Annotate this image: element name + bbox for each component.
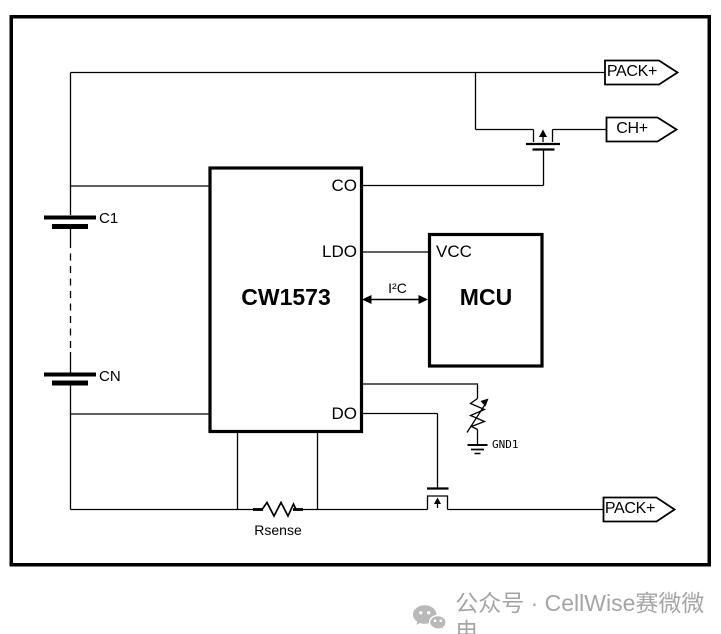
i2c-bus-label: I²C <box>388 280 407 296</box>
charge-plus-label: CH+ <box>616 120 648 137</box>
mcu-box <box>427 232 544 368</box>
wire-thermistor <box>361 383 479 399</box>
watermark-text: 公众号 · CellWise赛微微电 <box>455 590 705 634</box>
watermark: 公众号 · CellWise赛微微电 <box>412 590 721 634</box>
pack-plus-top-label: PACK+ <box>606 63 658 80</box>
battery-cn-label: CN <box>99 368 121 385</box>
wechat-icon <box>412 604 447 631</box>
charge-plus-connector <box>605 116 679 143</box>
discharge-mosfet-symbol <box>426 487 449 510</box>
ic-name-label: CW1573 <box>241 284 331 310</box>
ic-pin-ldo-label: LDO <box>322 242 357 261</box>
ic-box <box>208 166 364 434</box>
ic-pin-do-label: DO <box>331 404 358 423</box>
thermistor-symbol <box>466 397 489 433</box>
pack-plus-bottom-connector <box>602 496 677 523</box>
battery-c1-symbol <box>44 215 96 229</box>
ic-pin-co-label: CO <box>331 176 358 195</box>
rsense-symbol <box>253 500 303 518</box>
rsense-label: Rsense <box>254 522 302 538</box>
mcu-pin-vcc-label: VCC <box>436 242 472 261</box>
diagram-border <box>9 15 711 567</box>
i2c-bus-arrow <box>362 295 428 304</box>
battery-cn-symbol <box>44 372 96 386</box>
battery-c1-label: C1 <box>99 210 119 227</box>
charge-mosfet-symbol <box>526 129 560 151</box>
ground-symbol <box>467 444 488 455</box>
mcu-name-label: MCU <box>459 284 513 310</box>
ground-label: GND1 <box>492 438 519 451</box>
pack-plus-bottom-label: PACK+ <box>604 500 656 517</box>
pack-plus-top-connector <box>604 59 680 86</box>
